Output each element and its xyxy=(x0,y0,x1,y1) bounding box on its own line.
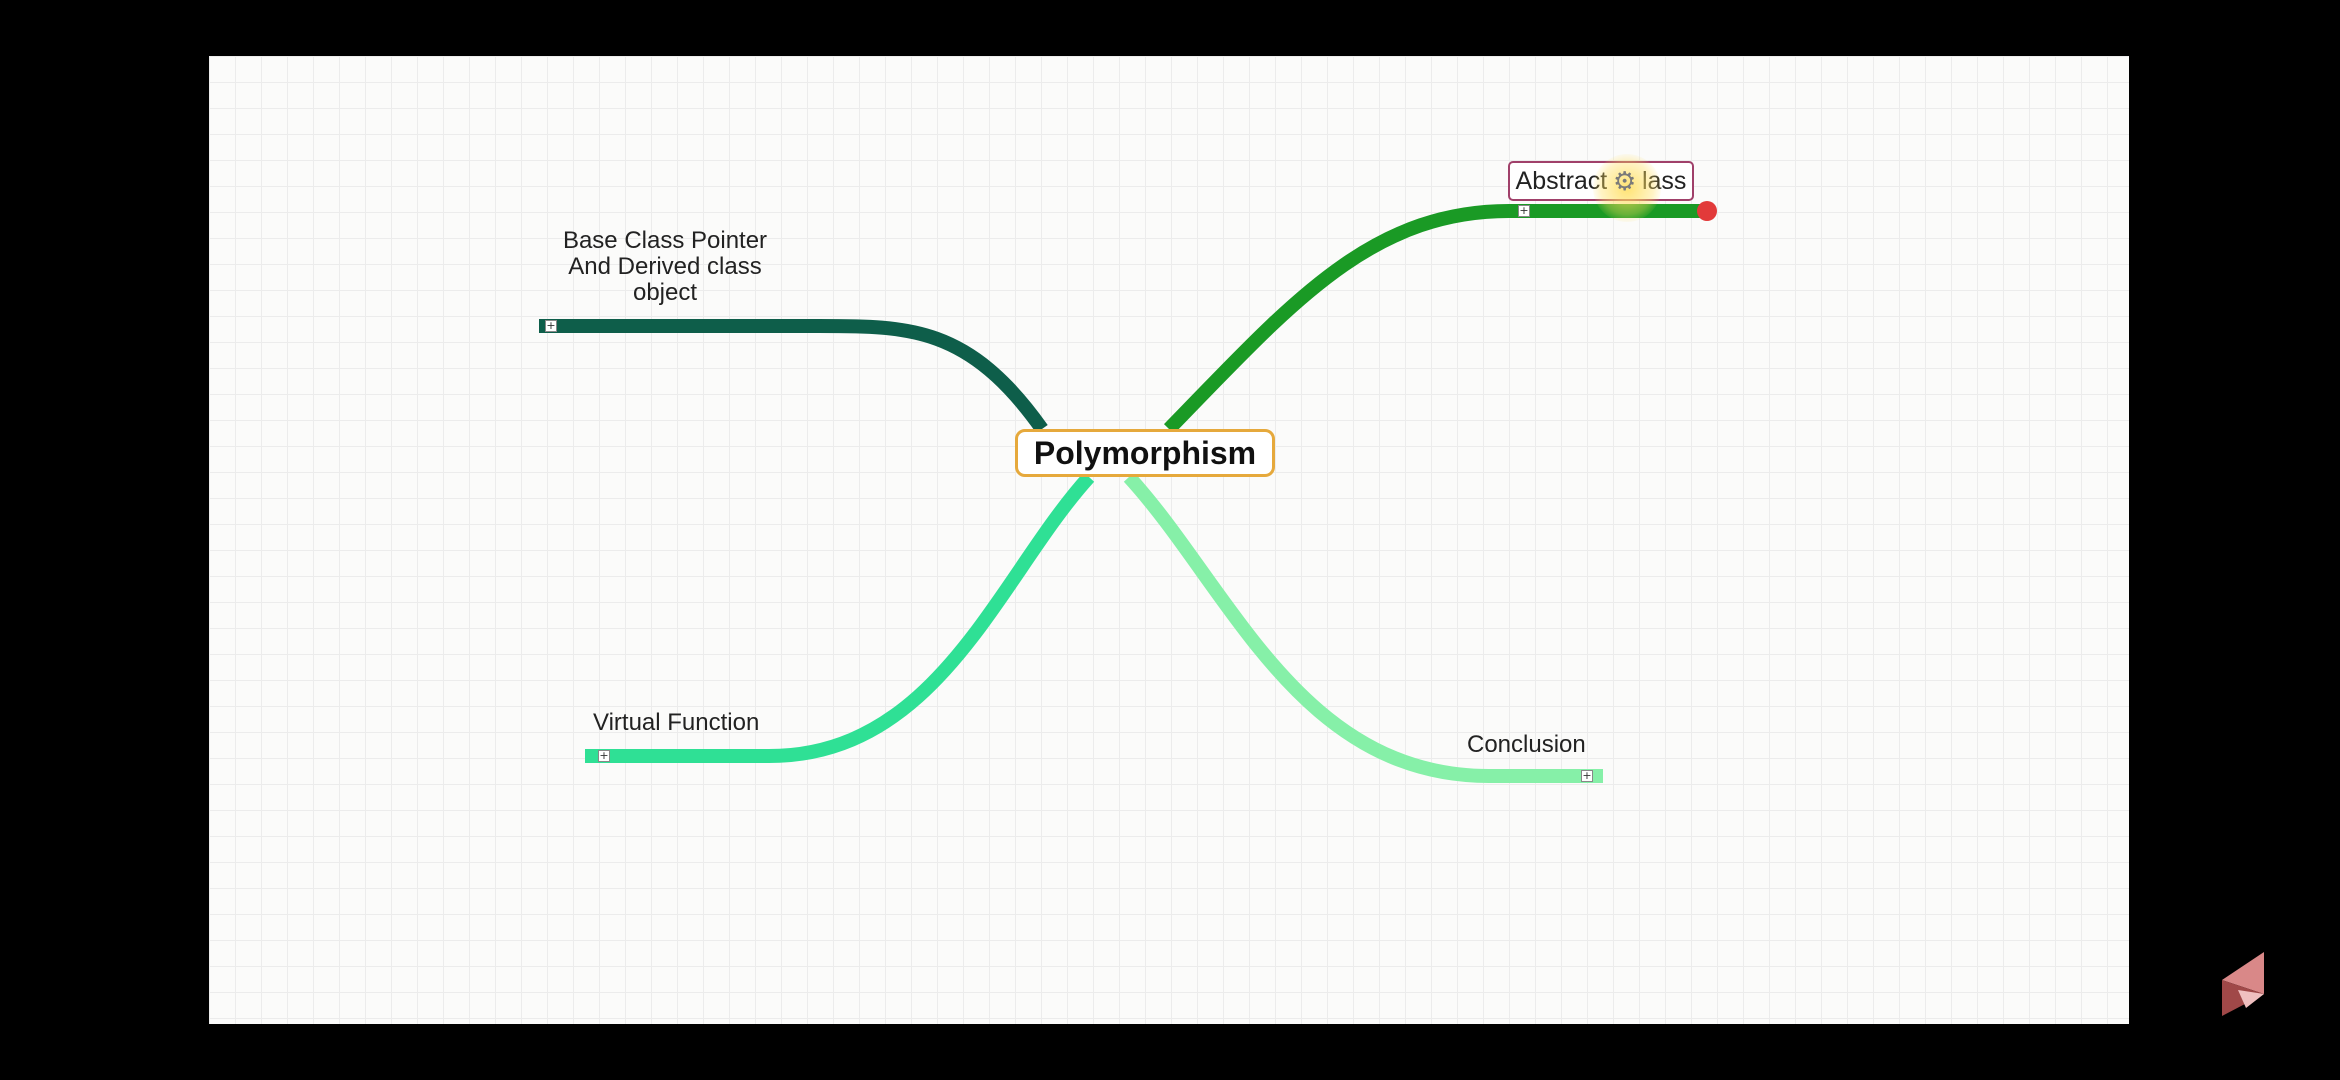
collapse-handle[interactable]: + xyxy=(598,749,610,762)
connector-dot[interactable] xyxy=(1697,201,1717,221)
collapse-handle[interactable]: + xyxy=(1518,204,1530,217)
node-label: Virtual Function xyxy=(593,709,760,736)
node-conclusion[interactable]: Conclusion xyxy=(1467,732,1586,758)
branch-line-conclusion xyxy=(1123,472,1603,783)
collapse-handle[interactable]: + xyxy=(1581,769,1593,782)
branch-line-abstract-class xyxy=(1163,204,1703,434)
branch-lines xyxy=(539,204,1703,783)
collapse-handle[interactable]: + xyxy=(545,319,557,332)
logo-icon xyxy=(2222,952,2264,1016)
gear-icon: ⚙ xyxy=(1613,166,1637,196)
node-label: Base Class Pointer And Derived class obj… xyxy=(562,227,768,306)
branch-line-base-class xyxy=(539,319,1048,434)
central-node-label: Polymorphism xyxy=(1033,434,1257,471)
node-label: Conclusion xyxy=(1467,731,1586,758)
central-node[interactable]: Polymorphism xyxy=(1015,429,1275,477)
node-abstract-class[interactable]: Abstract lass xyxy=(1508,161,1694,201)
node-base-class-pointer[interactable]: Base Class Pointer And Derived class obj… xyxy=(535,228,795,306)
mindmap-canvas[interactable]: Base Class Pointer And Derived class obj… xyxy=(209,56,2129,1024)
node-label: Abstract lass xyxy=(1515,166,1687,195)
node-virtual-function[interactable]: Virtual Function xyxy=(593,710,759,736)
branch-line-virtual-function xyxy=(585,472,1095,763)
